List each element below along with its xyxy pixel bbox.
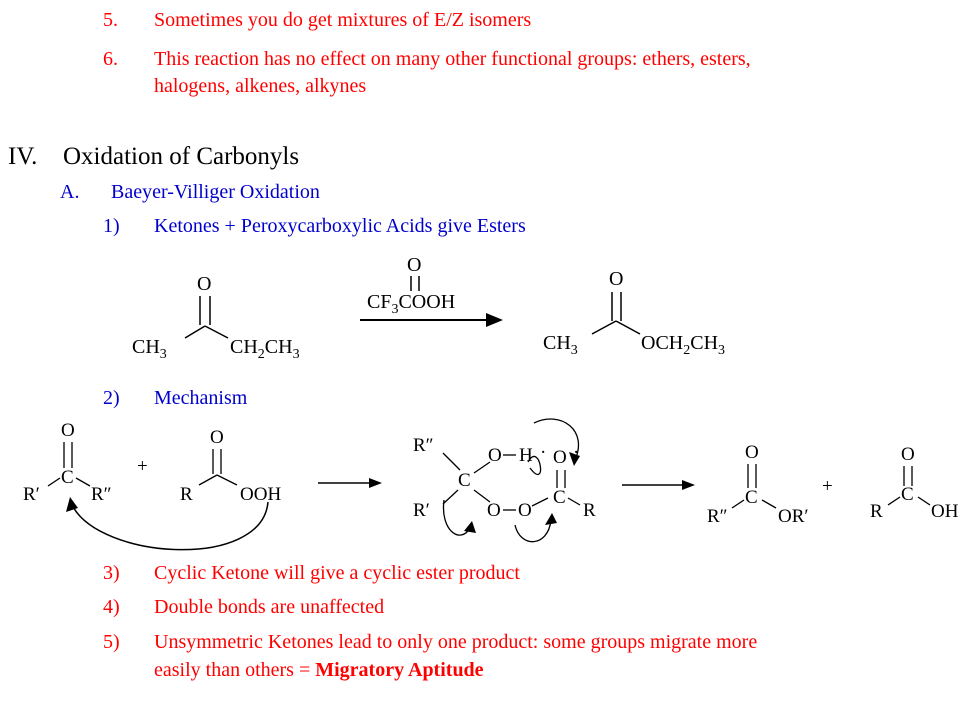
svg-text:C: C	[61, 467, 74, 488]
svg-text:OH: OH	[931, 501, 959, 522]
svg-text:R′: R′	[23, 484, 40, 505]
point-3-text: Cyclic Ketone will give a cyclic ester p…	[154, 562, 520, 584]
point-5-continuation-text: easily than others =	[154, 659, 316, 681]
point-4-text: Double bonds are unaffected	[154, 596, 385, 618]
svg-text:R″: R″	[707, 506, 728, 527]
svg-text:R″: R″	[413, 435, 434, 456]
svg-text:C: C	[553, 487, 566, 508]
subsection-title: Baeyer-Villiger Oxidation	[111, 181, 320, 203]
item-6-text: This reaction has no effect on many othe…	[154, 48, 751, 70]
point-2-number: 2)	[103, 387, 120, 409]
svg-text:R″: R″	[91, 484, 112, 505]
product-left-group: CH3	[543, 332, 578, 358]
item-5-text: Sometimes you do get mixtures of E/Z iso…	[154, 9, 532, 31]
product-ester: O CH3 OCH2CH3	[543, 268, 725, 358]
svg-text:R: R	[583, 500, 596, 521]
svg-text:R′: R′	[413, 500, 430, 521]
point-2-text: Mechanism	[154, 387, 248, 409]
curved-arrow-attack	[71, 501, 269, 551]
mechanism-ester: O C R″ OR′	[707, 442, 809, 527]
point-5-continuation: easily than others = Migratory Aptitude	[154, 659, 484, 681]
mechanism-intermediate: R″ C O H · O · C R O O R′	[413, 435, 596, 521]
svg-text:OR′: OR′	[778, 506, 809, 527]
point-5-number: 5)	[103, 631, 120, 653]
svg-text:O: O	[407, 254, 421, 276]
reactant-ketone: O CH3 CH2CH3	[132, 273, 300, 362]
product-right-group: OCH2CH3	[641, 332, 725, 358]
svg-text:O: O	[210, 427, 224, 448]
plus-sign-2: +	[822, 476, 833, 497]
reagent-formula: CF3COOH	[367, 291, 455, 317]
mechanism-ketone: O C R′ R″	[23, 420, 112, 505]
point-4-number: 4)	[103, 596, 120, 618]
item-6-number: 6.	[103, 48, 118, 70]
plus-sign-1: +	[137, 456, 148, 477]
reactant-oxygen: O	[197, 273, 211, 295]
svg-text:·: ·	[573, 442, 579, 463]
reagent: O CF3COOH	[367, 254, 455, 317]
subsection-number: A.	[60, 181, 80, 203]
svg-text:C: C	[458, 470, 471, 491]
reactant-right-group: CH2CH3	[230, 336, 300, 362]
svg-text:OOH: OOH	[240, 484, 281, 505]
section-title: Oxidation of Carbonyls	[63, 143, 300, 170]
svg-text:O: O	[518, 500, 532, 521]
svg-text:H: H	[519, 445, 533, 466]
point-5-text: Unsymmetric Ketones lead to only one pro…	[154, 631, 758, 653]
section-number: IV.	[8, 143, 38, 170]
svg-text:O: O	[488, 445, 502, 466]
svg-text:R: R	[870, 501, 883, 522]
svg-text:·: ·	[540, 442, 546, 463]
point-3-number: 3)	[103, 562, 120, 584]
svg-text:O: O	[553, 447, 567, 468]
point-1-number: 1)	[103, 215, 120, 237]
item-6-continuation: halogens, alkenes, alkynes	[154, 75, 367, 97]
mechanism-acid: O C R OH	[870, 444, 959, 522]
svg-text:O: O	[487, 500, 501, 521]
migratory-aptitude-term: Migratory Aptitude	[315, 659, 484, 681]
svg-text:O: O	[901, 444, 915, 465]
item-5-number: 5.	[103, 9, 118, 31]
svg-text:C: C	[901, 484, 914, 505]
svg-text:C: C	[745, 487, 758, 508]
point-1-text: Ketones + Peroxycarboxylic Acids give Es…	[154, 215, 526, 237]
svg-text:R: R	[180, 484, 193, 505]
svg-text:O: O	[61, 420, 75, 441]
svg-text:O: O	[745, 442, 759, 463]
svg-text:O: O	[609, 268, 623, 290]
reaction-arrow	[360, 313, 503, 327]
reactant-left-group: CH3	[132, 336, 167, 362]
mechanism-peracid: O R OOH	[180, 427, 281, 505]
